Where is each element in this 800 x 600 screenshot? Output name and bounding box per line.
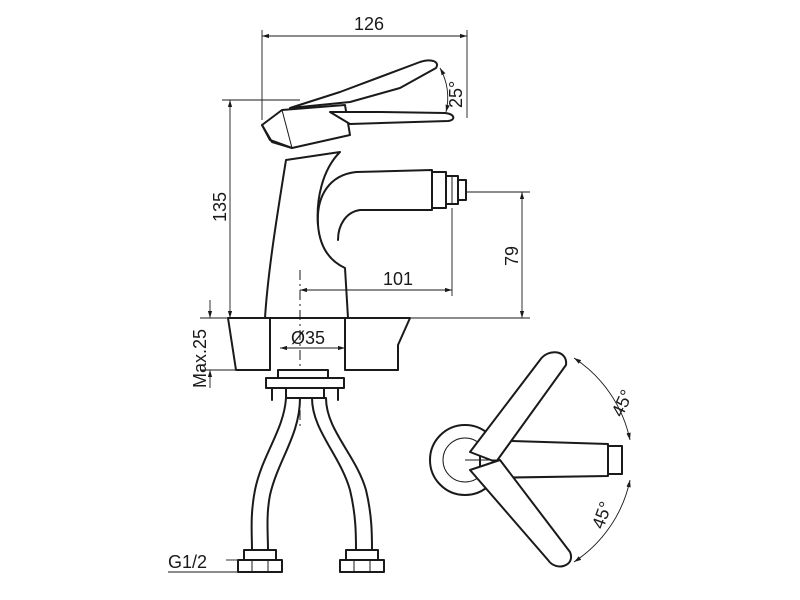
side-view: 126 25° 135 79 101 Ø35 [168, 14, 530, 573]
label-101: 101 [383, 269, 413, 289]
dimension-thread: G1/2 [168, 552, 238, 573]
dimension-79: 79 [348, 191, 530, 319]
flexible-hoses [237, 397, 385, 573]
dimension-max-thickness: Max.25 [190, 300, 236, 388]
dimension-126: 126 [261, 14, 468, 120]
lever-up [469, 351, 568, 463]
label-g12: G1/2 [168, 552, 207, 572]
lever-down [469, 459, 573, 568]
label-diameter-35: Ø35 [291, 328, 325, 348]
mounting-nut [265, 369, 345, 401]
label-79: 79 [502, 246, 522, 266]
dimension-diameter: Ø35 [280, 328, 345, 351]
faucet-body [261, 59, 467, 430]
dimension-135: 135 [210, 99, 300, 318]
dimension-101: 101 [300, 208, 453, 296]
dimension-lever-angle: 25° [439, 67, 466, 113]
label-135: 135 [210, 192, 230, 222]
label-45-bottom: 45° [588, 499, 616, 531]
top-view: 45° 45° [429, 351, 637, 568]
label-126: 126 [354, 14, 384, 34]
label-25-degrees: 25° [446, 81, 466, 108]
top-spout [479, 439, 609, 479]
label-45-top: 45° [607, 387, 637, 420]
label-max-25: Max.25 [190, 329, 210, 388]
